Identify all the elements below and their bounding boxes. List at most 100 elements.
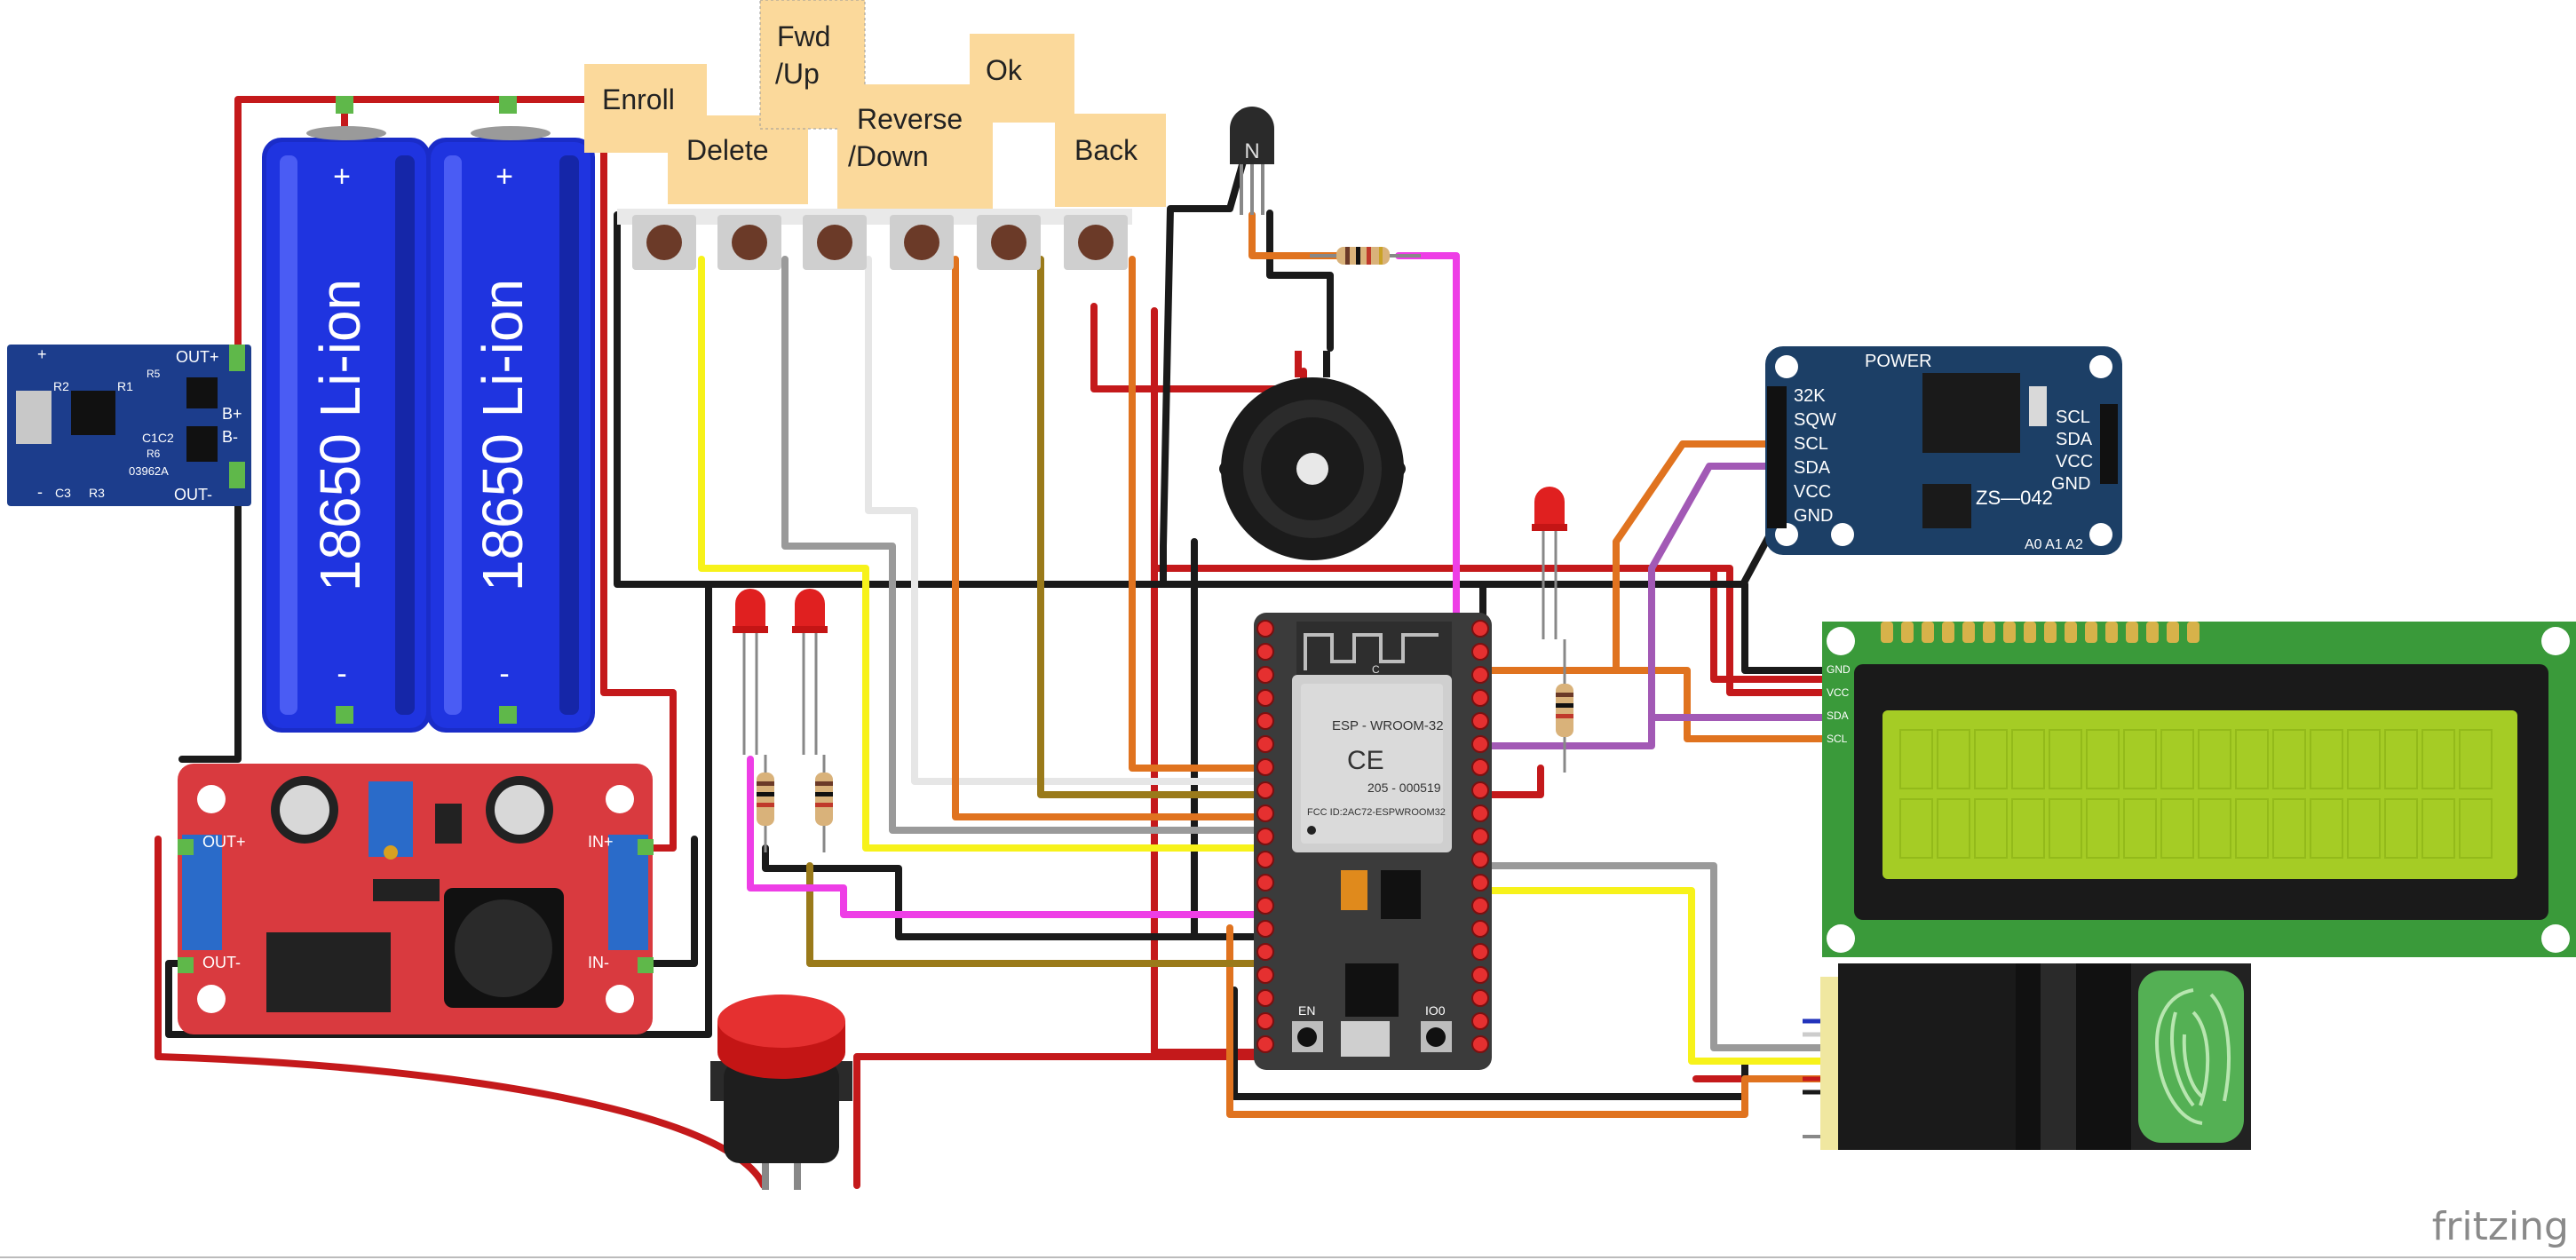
battery-1-minus: -	[337, 657, 346, 691]
esp32-pin-left-9	[1256, 804, 1274, 822]
charger-b-minus-label: B-	[222, 428, 238, 446]
battery-2-label: 18650 Li-ion	[471, 279, 535, 591]
lcd-char-cell	[1899, 798, 1933, 859]
lcd-header-pin-12	[2105, 622, 2118, 643]
wire-orange-fp	[1226, 924, 1824, 1118]
charger-r6-label: R6	[147, 448, 161, 460]
note-reverse-down: Reverse/Down	[837, 84, 993, 209]
lcd-header-pin-10	[2065, 622, 2077, 643]
esp32-pin-left-16	[1256, 966, 1274, 984]
esp32-pin-left-17	[1256, 989, 1274, 1007]
charger-out-minus-label: OUT-	[174, 486, 212, 503]
esp32-pin-left-5	[1256, 712, 1274, 730]
lcd-header-pin-3	[1922, 622, 1934, 643]
esp32-pin-right-1	[1471, 620, 1489, 638]
esp32-devkit: C ESP - WROOM-32 CE 205 - 000519 FCC ID:…	[1254, 613, 1492, 1070]
rtc-right-gnd: GND	[2051, 474, 2090, 494]
note-back-label: Back	[1074, 134, 1138, 166]
wire-orange-transistor	[1248, 211, 1340, 259]
fingerprint-sensor	[1803, 963, 2251, 1150]
lcd-character-grid	[1899, 729, 2493, 859]
lcd-char-cell	[2421, 729, 2455, 789]
esp32-pin-right-12	[1471, 874, 1489, 892]
esp32-pin-left-1	[1256, 620, 1274, 638]
rtc-pin-gnd: GND	[1794, 506, 1833, 526]
rtc-pin-sda: SDA	[1794, 458, 1831, 478]
note-ok-label: Ok	[986, 54, 1023, 86]
esp32-pin-right-9	[1471, 804, 1489, 822]
led-2	[792, 589, 828, 755]
rtc-right-vcc: VCC	[2056, 452, 2093, 472]
lcd-char-cell	[2459, 798, 2493, 859]
esp32-pin-left-3	[1256, 666, 1274, 684]
esp32-pin-left-13	[1256, 897, 1274, 915]
esp32-pin-right-11	[1471, 851, 1489, 868]
wire-olive-button5	[1037, 256, 1269, 798]
lcd-char-cell	[2235, 798, 2269, 859]
wire-red-curve	[155, 1053, 767, 1189]
wire-white-button4	[865, 256, 1269, 785]
transistor-mark: N	[1244, 139, 1259, 163]
battery-holder: + - 18650 Li-ion + - 18650 Li-ion	[262, 96, 595, 733]
rtc-right-scl: SCL	[2056, 408, 2090, 427]
esp32-pin-left-12	[1256, 874, 1274, 892]
note-delete: Delete	[668, 115, 808, 204]
charger-c1c2-label: C1C2	[142, 431, 174, 445]
lcd-header-pin-8	[2024, 622, 2036, 643]
lcd-pin-scl: SCL	[1827, 733, 1848, 745]
esp32-pin-left-10	[1256, 828, 1274, 845]
esp32-pin-left-4	[1256, 689, 1274, 707]
esp32-en-label: EN	[1298, 1003, 1315, 1018]
lcd-char-cell	[2160, 729, 2194, 789]
esp32-pin-right-3	[1471, 666, 1489, 684]
esp32-pin-left-7	[1256, 758, 1274, 776]
note-fwd-label: Fwd	[777, 20, 830, 52]
lcd-char-cell	[2049, 798, 2082, 859]
esp32-pin-right-8	[1471, 781, 1489, 799]
rtc-power-label: POWER	[1865, 352, 1932, 371]
lcd-char-cell	[2421, 798, 2455, 859]
charger-plus-label: +	[37, 345, 47, 363]
wire-black-boost-in	[631, 836, 698, 967]
charger-r5-label: R5	[147, 368, 161, 380]
charger-r1-label: R1	[117, 379, 133, 393]
note-enroll-label: Enroll	[602, 83, 675, 115]
lcd-char-cell	[2011, 729, 2045, 789]
esp32-pin-left-2	[1256, 643, 1274, 661]
battery-2-plus: +	[495, 160, 513, 194]
lcd-char-cell	[1937, 798, 1970, 859]
battery-cell-1: + - 18650 Li-ion	[262, 96, 431, 733]
esp32-pin-right-15	[1471, 943, 1489, 961]
note-down-label: /Down	[848, 140, 929, 172]
boost-converter-module: OUT+ IN+ OUT- IN-	[178, 764, 654, 1034]
lcd-char-cell	[1974, 729, 2008, 789]
lcd-char-cell	[2310, 729, 2343, 789]
esp32-pin-left-14	[1256, 920, 1274, 938]
wire-orange-rtc-scl	[1479, 440, 1784, 674]
lcd-header-pin-1	[1881, 622, 1893, 643]
fritzing-watermark: fritzing	[2431, 1204, 2569, 1249]
lcd-header-pin-13	[2126, 622, 2138, 643]
esp32-pin-left-19	[1256, 1035, 1274, 1053]
lcd-char-cell	[2384, 729, 2418, 789]
wire-black-charger-boost	[178, 472, 242, 763]
esp32-ce-label: CE	[1347, 746, 1384, 775]
lcd-char-cell	[2347, 729, 2381, 789]
esp32-pin-header	[1256, 620, 1489, 1053]
wire-red-lcd-vcc	[1710, 565, 1828, 683]
note-fwd-up-label: Fwd/Up	[775, 20, 830, 90]
esp32-module-label: ESP - WROOM-32	[1332, 718, 1444, 733]
battery-1-plus: +	[333, 160, 351, 194]
lcd-char-cell	[2198, 798, 2231, 859]
esp32-io0-label: IO0	[1425, 1003, 1446, 1018]
lcd-char-cell	[2123, 729, 2157, 789]
resistor-led-2	[815, 755, 833, 852]
lcd-char-cell	[2086, 798, 2120, 859]
lcd-pin-gnd: GND	[1827, 663, 1851, 676]
esp32-pin-right-7	[1471, 758, 1489, 776]
esp32-pin-right-14	[1471, 920, 1489, 938]
lcd-char-cell	[2235, 729, 2269, 789]
boost-in-plus-label: IN+	[588, 833, 614, 851]
power-push-switch[interactable]	[710, 995, 852, 1190]
note-up-label: /Up	[775, 58, 820, 90]
